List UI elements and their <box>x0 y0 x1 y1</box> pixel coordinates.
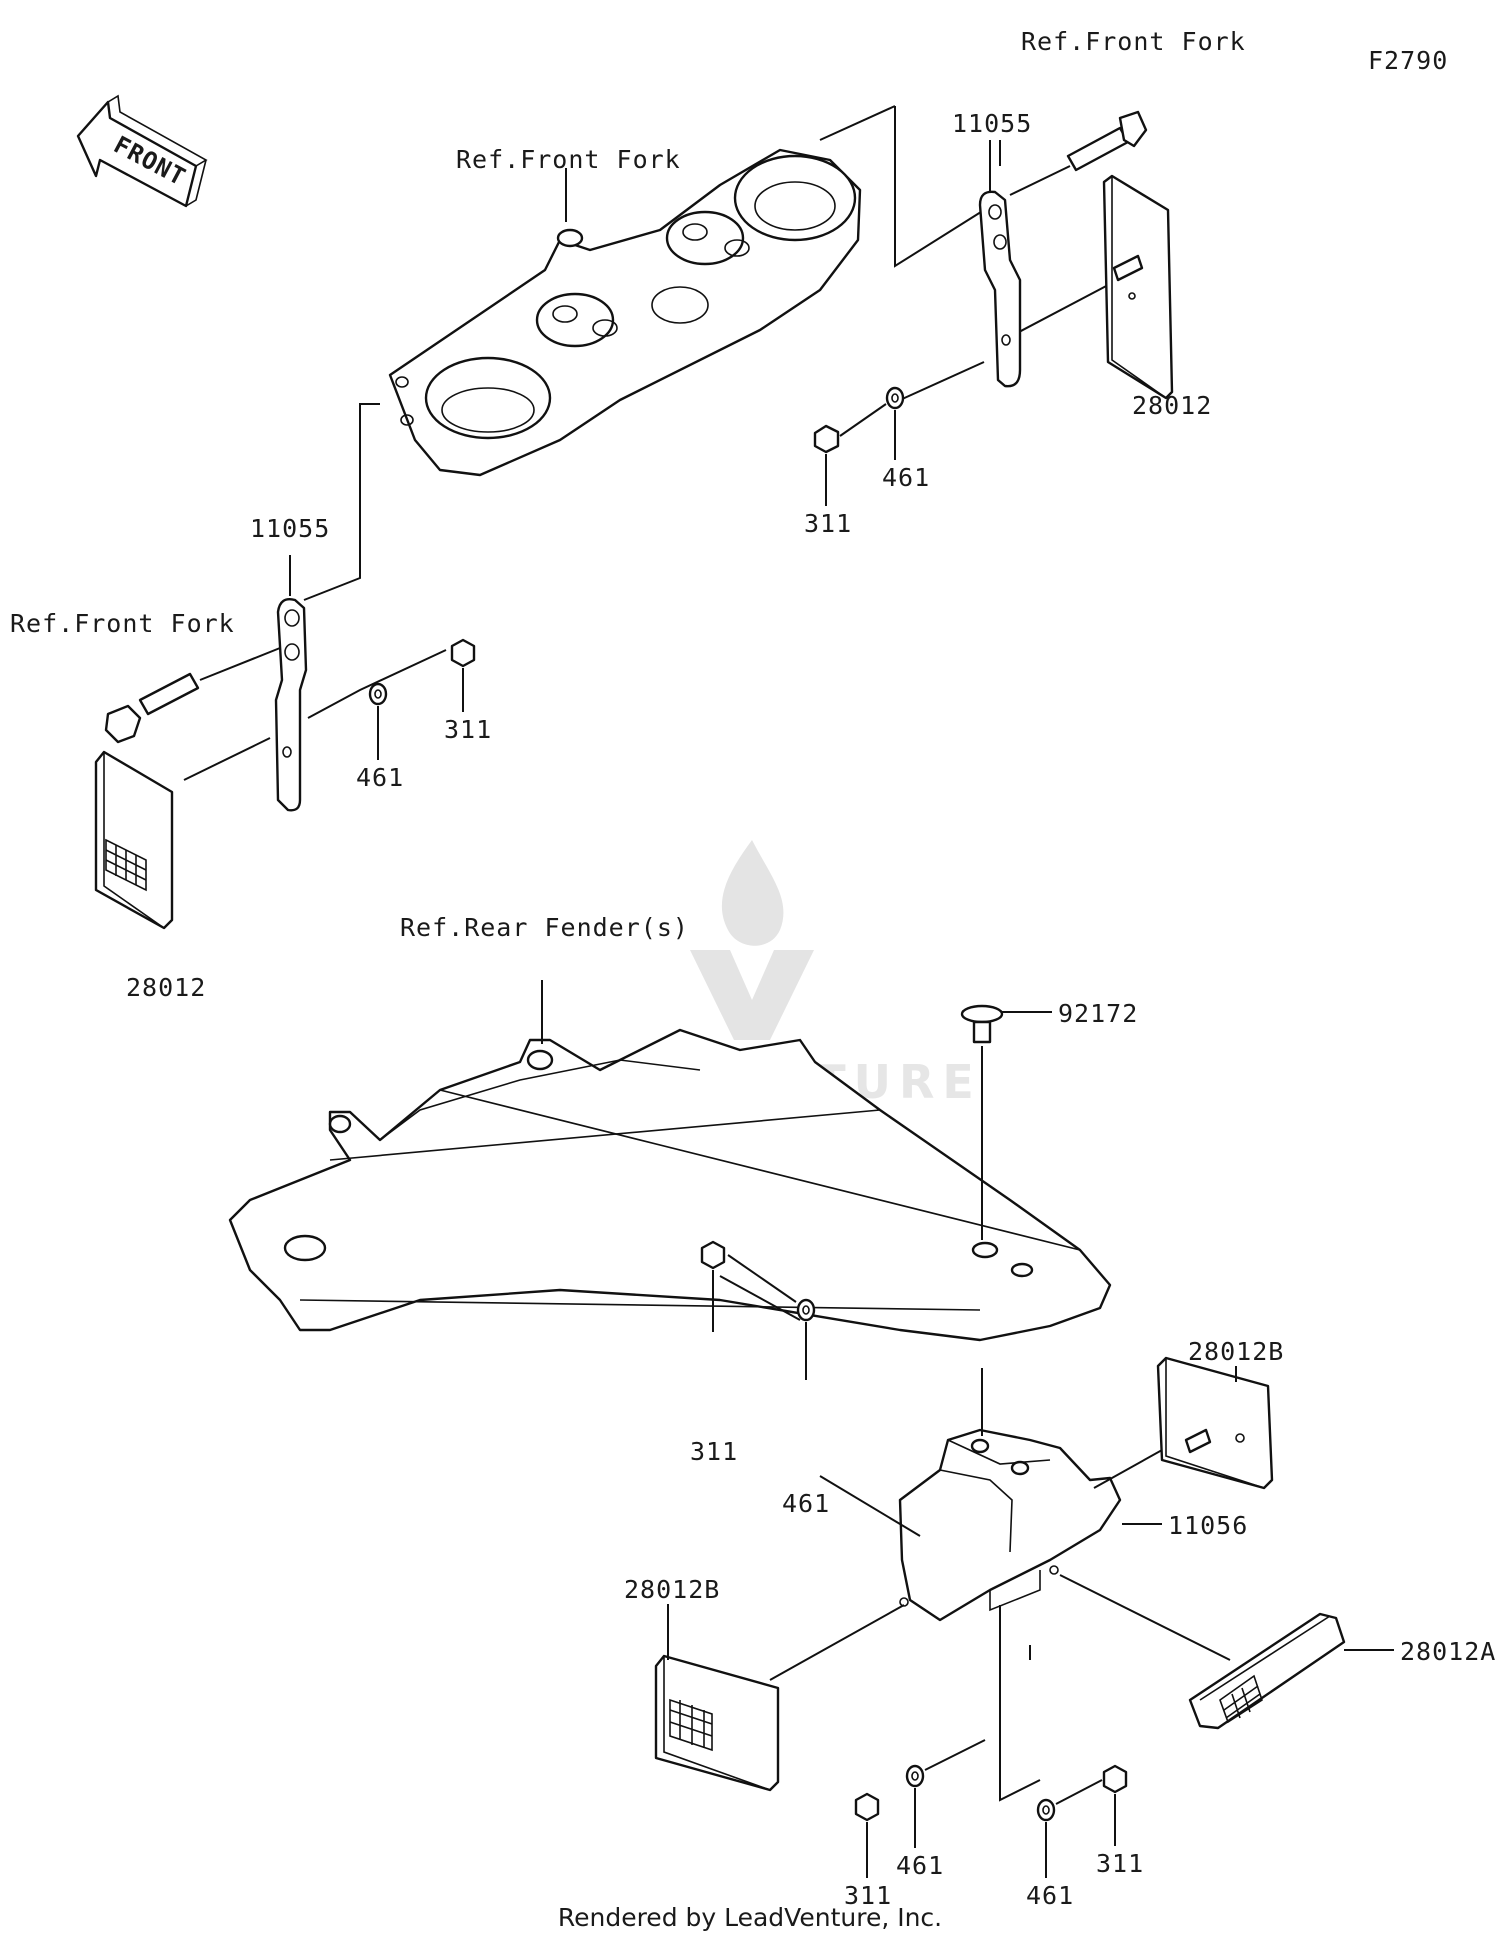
bracket-11055-right <box>978 190 1022 388</box>
label-nut-upper-right: 311 <box>804 509 852 538</box>
rear-fender <box>228 1028 1112 1342</box>
label-bracket-upper-left: 11055 <box>250 514 330 543</box>
nut-311-left <box>450 638 476 668</box>
bracket-11055-left <box>274 598 308 812</box>
washer-461-left <box>368 682 388 706</box>
label-washer-left: 461 <box>356 763 404 792</box>
label-reflector-a: 28012A <box>1400 1637 1496 1666</box>
label-washer-upper-right: 461 <box>882 463 930 492</box>
label-washer-lower-2: 461 <box>896 1851 944 1880</box>
triple-clamp <box>388 148 862 477</box>
reflector-28012-right <box>1102 174 1174 400</box>
nut-311-lower-3 <box>1102 1764 1128 1794</box>
label-reflector-b-top: 28012B <box>1188 1337 1284 1366</box>
label-bracket-lower: 11056 <box>1168 1511 1248 1540</box>
label-ref-front-fork-mid: Ref.Front Fork <box>456 145 681 174</box>
washer-461-lower-1 <box>796 1298 816 1322</box>
label-reflector-upper-right: 28012 <box>1132 391 1212 420</box>
label-nut-left: 311 <box>444 715 492 744</box>
nut-311-upper <box>813 424 840 454</box>
watermark-v-icon <box>690 950 814 1040</box>
label-reflector-b-left: 28012B <box>624 1575 720 1604</box>
label-ref-rear-fender: Ref.Rear Fender(s) <box>400 913 689 942</box>
reflector-28012B-top <box>1156 1356 1274 1490</box>
footer-credit: Rendered by LeadVenture, Inc. <box>558 1903 942 1932</box>
bolt-left <box>104 672 200 744</box>
washer-461-upper <box>885 386 905 410</box>
label-ref-front-fork-top: Ref.Front Fork <box>1021 27 1246 56</box>
diagram-id: F2790 <box>1368 46 1448 75</box>
watermark-flame-icon <box>721 840 784 946</box>
bracket-11056 <box>898 1428 1122 1622</box>
label-nut-lower-3: 311 <box>1096 1849 1144 1878</box>
screw-92172 <box>960 1004 1004 1044</box>
label-nut-lower-2: 311 <box>844 1881 892 1910</box>
label-washer-lower-1: 461 <box>782 1489 830 1518</box>
reflector-28012B-left <box>654 1654 780 1792</box>
washer-461-lower-2 <box>905 1764 925 1788</box>
reflector-28012-left <box>94 750 174 930</box>
washer-461-lower-3 <box>1036 1798 1056 1822</box>
front-arrow-icon: FRONT <box>76 94 208 208</box>
label-screw: 92172 <box>1058 999 1138 1028</box>
nut-311-lower-2 <box>854 1792 880 1822</box>
label-ref-front-fork-left: Ref.Front Fork <box>10 609 235 638</box>
bolt-upper-right <box>1066 110 1148 172</box>
nut-311-lower-1 <box>700 1240 726 1270</box>
label-reflector-left: 28012 <box>126 973 206 1002</box>
reflector-28012A <box>1188 1612 1346 1730</box>
label-bracket-upper-right: 11055 <box>952 109 1032 138</box>
label-washer-lower-3: 461 <box>1026 1881 1074 1910</box>
label-nut-lower-1: 311 <box>690 1437 738 1466</box>
